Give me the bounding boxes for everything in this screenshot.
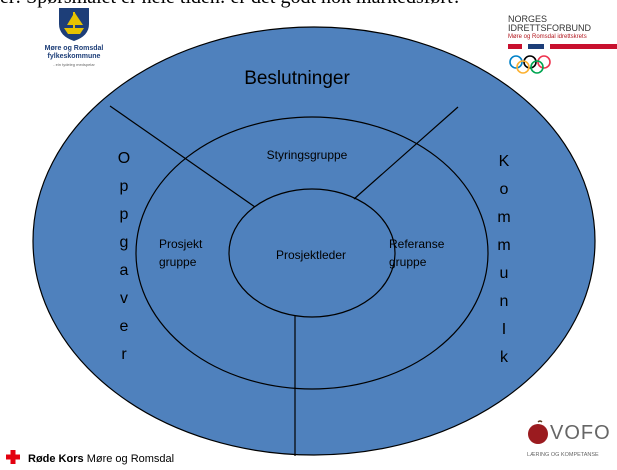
vofo-word: VOFO [550, 422, 611, 444]
header-text: er: Spørsmålet er hele tiden: er det god… [0, 0, 617, 9]
label-styringsgruppe: Styringsgruppe [267, 148, 348, 162]
oppgaver-letter: e [120, 318, 129, 335]
oppgaver-letter: O [118, 150, 130, 167]
nif-line2: IDRETTSFORBUND [508, 23, 591, 33]
apple-icon [528, 420, 548, 444]
label-oppgaver: O p p g a v e r [118, 150, 130, 363]
oppgaver-letter: a [120, 262, 129, 279]
label-referansegruppe-2: gruppe [389, 255, 427, 269]
oppgaver-letter: g [120, 234, 129, 251]
label-beslutninger: Beslutninger [244, 68, 350, 89]
kommunik-letter: n [500, 293, 509, 310]
oppgaver-letter: r [121, 346, 127, 363]
label-prosjektgruppe-1: Prosjekt [159, 237, 203, 251]
nif-line3: Møre og Romsdal idrettskrets [508, 34, 587, 40]
divider-upper-right [353, 106, 459, 200]
more-romsdal-line1: Møre og Romsdal [44, 45, 104, 52]
more-romsdal-tagline: - ein tydeleg medspelar [53, 62, 95, 67]
label-kommunik: K o m m u n I k [497, 153, 510, 366]
kommunik-letter: o [500, 181, 509, 198]
red-cross-icon [6, 450, 20, 464]
label-prosjektgruppe-2: gruppe [159, 255, 197, 269]
nif-line1: NORGES [508, 14, 548, 24]
label-referansegruppe-1: Referanse [389, 237, 445, 251]
kommunik-letter: k [500, 349, 509, 366]
oppgaver-letter: p [120, 178, 129, 195]
rode-kors-logo: Røde Kors Møre og Romsdal [6, 450, 174, 465]
kommunik-letter: m [497, 237, 510, 254]
vofo-tagline: LÆRING OG KOMPETANSE [527, 452, 599, 458]
oppgaver-letter: p [120, 206, 129, 223]
center-ellipse [228, 188, 396, 318]
shield-icon [59, 8, 89, 41]
more-romsdal-logo: Møre og Romsdal fylkeskommune - ein tyde… [24, 6, 124, 69]
nif-stripe [508, 44, 617, 49]
kommunik-letter: I [502, 321, 506, 338]
oppgaver-letter: v [120, 290, 128, 307]
rode-kors-region: Møre og Romsdal [86, 453, 175, 465]
olympic-rings-icon [509, 55, 551, 74]
kommunik-letter: m [497, 209, 510, 226]
rode-kors-bold: Røde Kors [28, 453, 84, 465]
divider-upper-left [109, 105, 256, 208]
kommunik-letter: K [499, 153, 510, 170]
label-prosjektleder: Prosjektleder [276, 248, 346, 262]
more-romsdal-line2: fylkeskommune [47, 53, 101, 60]
nif-logo: NORGES IDRETTSFORBUND Møre og Romsdal id… [508, 15, 617, 75]
kommunik-letter: u [500, 265, 509, 282]
